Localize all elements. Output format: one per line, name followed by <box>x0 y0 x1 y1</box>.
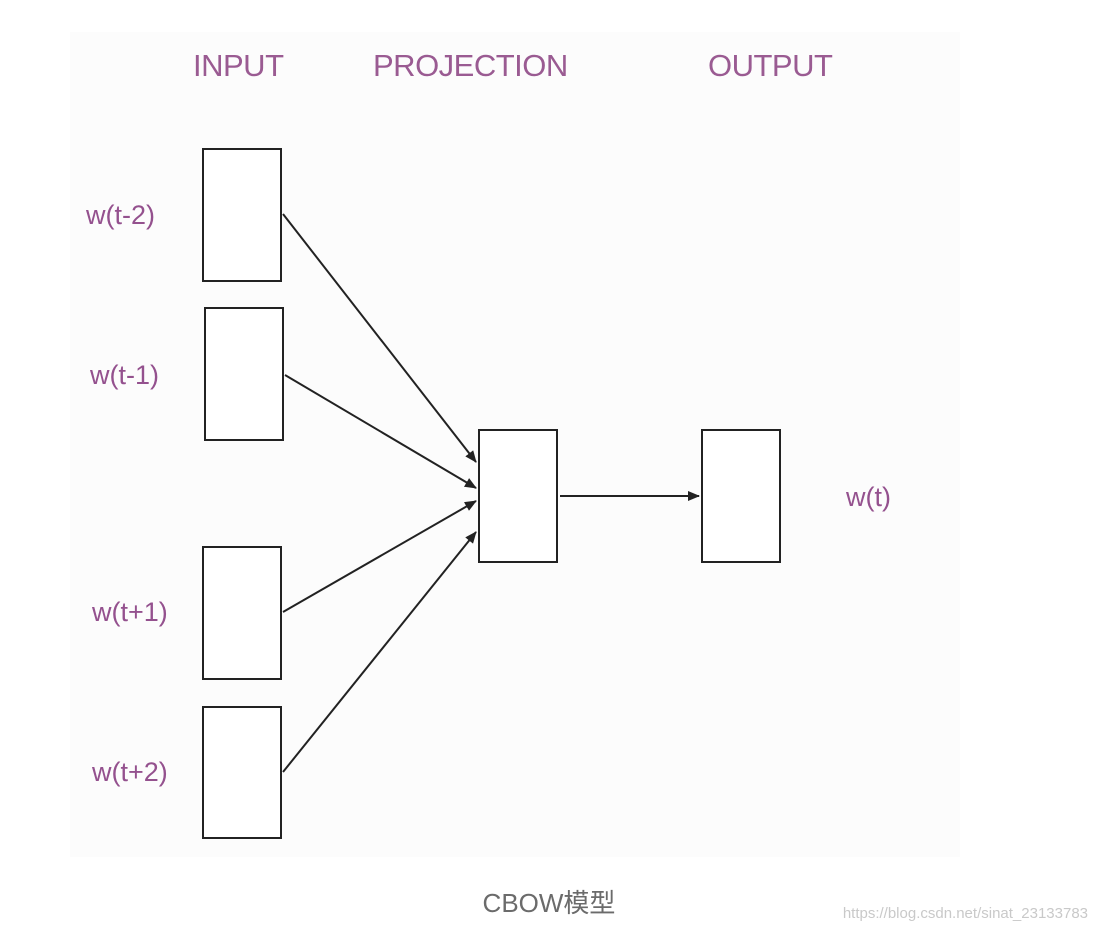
figure-caption: CBOW模型 <box>482 888 616 918</box>
output-label: w(t) <box>846 482 891 512</box>
input-label-t-plus-2: w(t+2) <box>92 757 168 787</box>
input-box-t-plus-2 <box>202 706 282 839</box>
watermark-url: https://blog.csdn.net/sinat_23133783 <box>842 905 1088 922</box>
output-box <box>701 429 781 563</box>
projection-box <box>478 429 558 563</box>
input-label-t-plus-1: w(t+1) <box>92 597 168 627</box>
header-projection: PROJECTION <box>373 48 568 83</box>
input-label-t-minus-1: w(t-1) <box>90 360 159 390</box>
input-box-t-plus-1 <box>202 546 282 680</box>
input-box-t-minus-2 <box>202 148 282 282</box>
header-input: INPUT <box>193 48 284 83</box>
input-box-t-minus-1 <box>204 307 284 441</box>
header-output: OUTPUT <box>708 48 833 83</box>
input-label-t-minus-2: w(t-2) <box>86 200 155 230</box>
